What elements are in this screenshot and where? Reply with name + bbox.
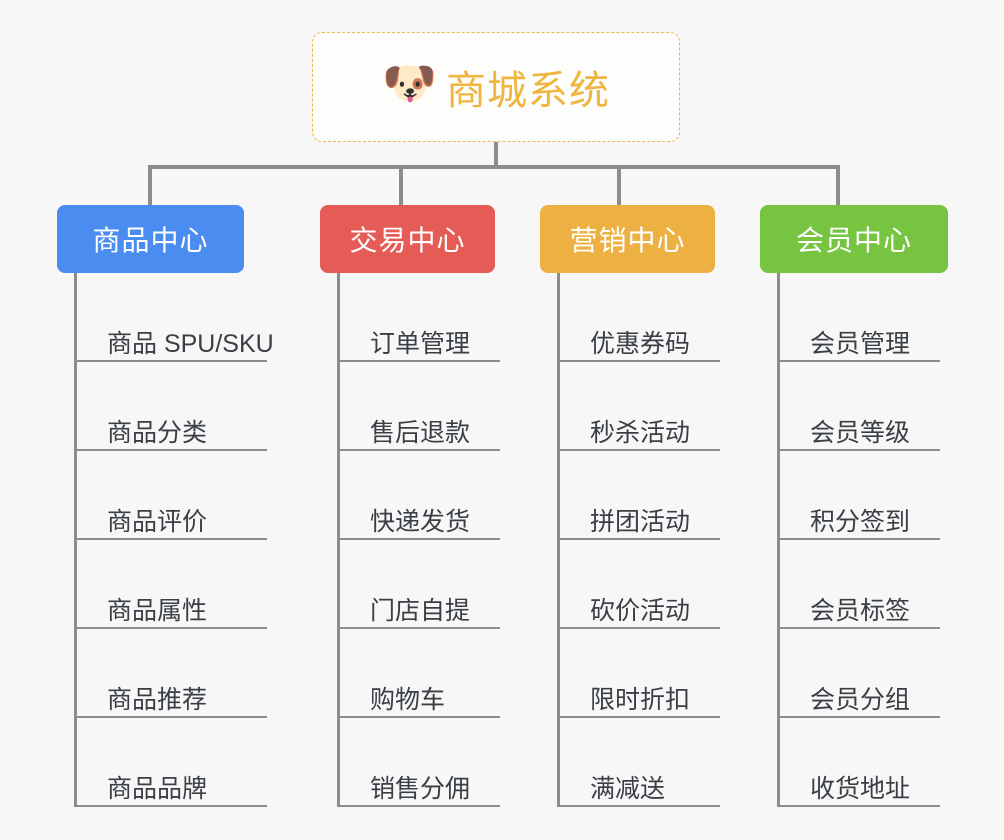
- leaf-item[interactable]: 积分签到: [780, 451, 956, 540]
- leaf-item-label: 门店自提: [370, 596, 471, 625]
- leaf-item-label: 会员分组: [810, 685, 911, 714]
- leaf-item[interactable]: 会员分组: [780, 629, 956, 718]
- leaf-list-huiyuan-zhongxin: 会员管理 会员等级 积分签到 会员标签 会员分组 收货地址: [777, 273, 956, 807]
- root-node-shangcheng-xitong[interactable]: 🐶 商城系统: [312, 32, 680, 142]
- root-node-label: 商城系统: [446, 69, 610, 113]
- leaf-item[interactable]: 优惠券码: [560, 273, 734, 362]
- leaf-item[interactable]: 秒杀活动: [560, 362, 734, 451]
- leaf-item-label: 秒杀活动: [590, 418, 691, 447]
- leaf-item[interactable]: 砍价活动: [560, 540, 734, 629]
- leaf-item-label: 快递发货: [370, 507, 471, 536]
- leaf-item[interactable]: 门店自提: [340, 540, 516, 629]
- connector-drop-branch-2: [399, 165, 403, 205]
- branch-header-huiyuan-zhongxin[interactable]: 会员中心: [760, 205, 948, 273]
- leaf-list-yingxiao-zhongxin: 优惠券码 秒杀活动 拼团活动 砍价活动 限时折扣 满减送: [557, 273, 734, 807]
- connector-drop-branch-1: [148, 165, 152, 205]
- leaf-item-label: 积分签到: [810, 507, 911, 536]
- leaf-item-label: 优惠券码: [590, 329, 691, 358]
- branch-header-shangpin-zhongxin[interactable]: 商品中心: [57, 205, 244, 273]
- leaf-item-label: 商品分类: [107, 418, 208, 447]
- leaf-item[interactable]: 商品属性: [77, 540, 285, 629]
- leaf-list-shangpin-zhongxin: 商品 SPU/SKU 商品分类 商品评价 商品属性 商品推荐 商品品牌: [74, 273, 285, 807]
- leaf-item-label: 收货地址: [810, 774, 911, 803]
- leaf-item[interactable]: 会员标签: [780, 540, 956, 629]
- connector-root-stem: [494, 142, 498, 168]
- leaf-item[interactable]: 购物车: [340, 629, 516, 718]
- leaf-item[interactable]: 商品 SPU/SKU: [77, 273, 285, 362]
- leaf-item-label: 商品属性: [107, 596, 208, 625]
- leaf-item[interactable]: 限时折扣: [560, 629, 734, 718]
- leaf-item-label: 商品 SPU/SKU: [107, 329, 274, 358]
- leaf-item-label: 拼团活动: [590, 507, 691, 536]
- leaf-item[interactable]: 快递发货: [340, 451, 516, 540]
- leaf-item-label: 商品推荐: [107, 685, 208, 714]
- connector-drop-branch-4: [836, 165, 840, 205]
- leaf-item-label: 销售分佣: [370, 774, 471, 803]
- leaf-item-label: 会员等级: [810, 418, 911, 447]
- leaf-item-label: 商品品牌: [107, 774, 208, 803]
- branch-column-shangpin-zhongxin: 商品中心 商品 SPU/SKU 商品分类 商品评价 商品属性 商品推荐 商品品牌: [57, 205, 285, 807]
- shiba-dog-face-icon: 🐶: [382, 59, 437, 108]
- leaf-item[interactable]: 售后退款: [340, 362, 516, 451]
- leaf-item[interactable]: 订单管理: [340, 273, 516, 362]
- leaf-item[interactable]: 商品评价: [77, 451, 285, 540]
- branch-column-huiyuan-zhongxin: 会员中心 会员管理 会员等级 积分签到 会员标签 会员分组 收货地址: [760, 205, 956, 807]
- leaf-item[interactable]: 商品分类: [77, 362, 285, 451]
- branch-header-label: 商品中心: [92, 225, 209, 256]
- leaf-item-label: 售后退款: [370, 418, 471, 447]
- leaf-item-label: 会员管理: [810, 329, 911, 358]
- leaf-item[interactable]: 销售分佣: [340, 718, 516, 807]
- leaf-item-label: 满减送: [590, 774, 666, 803]
- leaf-item-label: 限时折扣: [590, 685, 691, 714]
- connector-horizontal-bus: [150, 165, 838, 169]
- leaf-item[interactable]: 满减送: [560, 718, 734, 807]
- branch-header-label: 交易中心: [349, 225, 466, 256]
- branch-column-jiaoyi-zhongxin: 交易中心 订单管理 售后退款 快递发货 门店自提 购物车 销售分佣: [320, 205, 516, 807]
- leaf-item[interactable]: 会员管理: [780, 273, 956, 362]
- leaf-item[interactable]: 会员等级: [780, 362, 956, 451]
- leaf-item[interactable]: 拼团活动: [560, 451, 734, 540]
- leaf-item-label: 砍价活动: [590, 596, 691, 625]
- branch-header-jiaoyi-zhongxin[interactable]: 交易中心: [320, 205, 495, 273]
- leaf-list-jiaoyi-zhongxin: 订单管理 售后退款 快递发货 门店自提 购物车 销售分佣: [337, 273, 516, 807]
- branch-header-label: 营销中心: [569, 225, 686, 256]
- leaf-item[interactable]: 收货地址: [780, 718, 956, 807]
- connector-drop-branch-3: [617, 165, 621, 205]
- leaf-item-label: 购物车: [370, 685, 446, 714]
- branch-column-yingxiao-zhongxin: 营销中心 优惠券码 秒杀活动 拼团活动 砍价活动 限时折扣 满减送: [540, 205, 734, 807]
- leaf-item[interactable]: 商品推荐: [77, 629, 285, 718]
- branch-header-label: 会员中心: [795, 225, 912, 256]
- leaf-item-label: 会员标签: [810, 596, 911, 625]
- leaf-item[interactable]: 商品品牌: [77, 718, 285, 807]
- leaf-item-label: 商品评价: [107, 507, 208, 536]
- leaf-item-label: 订单管理: [370, 329, 471, 358]
- branch-header-yingxiao-zhongxin[interactable]: 营销中心: [540, 205, 715, 273]
